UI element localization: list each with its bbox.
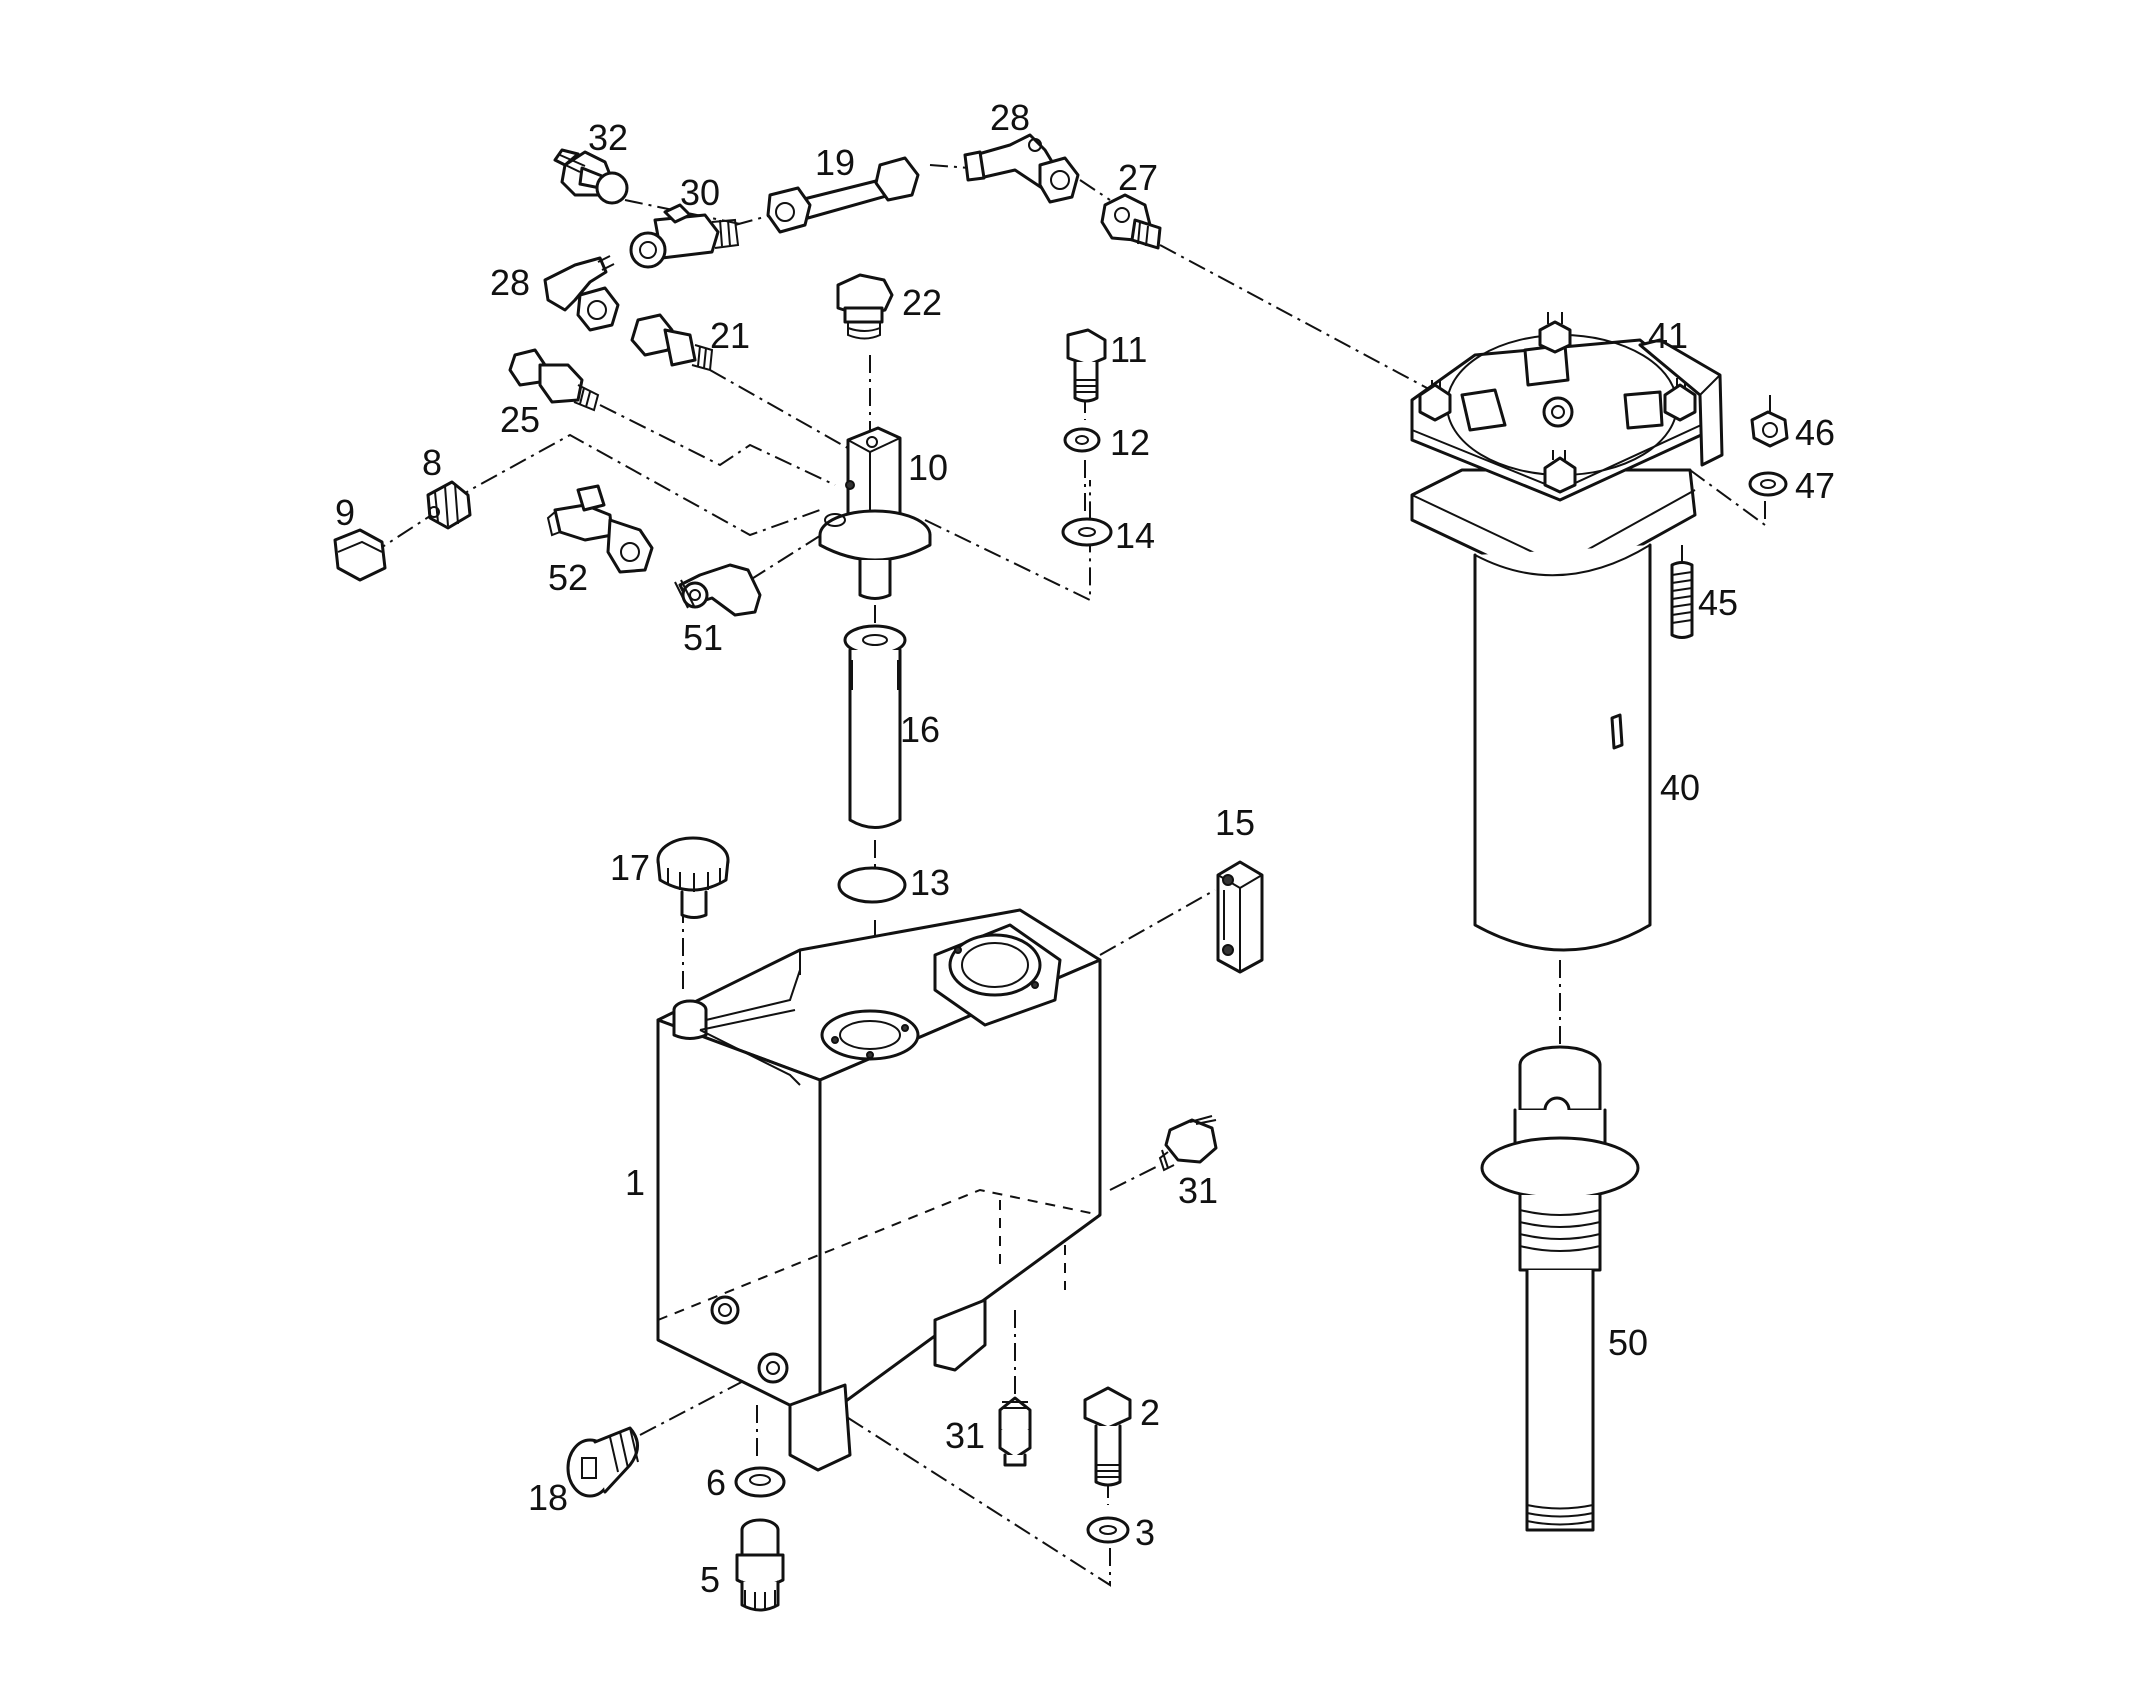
part-28-elbow-left (543, 255, 620, 332)
part-18-plug (566, 1426, 639, 1498)
part-31-fitting-right (1158, 1115, 1218, 1172)
label-14: 14 (1115, 515, 1155, 556)
part-51-banjo (674, 563, 762, 617)
label-31-bottom: 31 (945, 1415, 985, 1456)
label-25: 25 (500, 399, 540, 440)
label-30: 30 (680, 172, 720, 213)
part-32-adapter (553, 148, 629, 205)
label-22: 22 (902, 282, 942, 323)
assembly-centerlines (369, 164, 1771, 1587)
label-17: 17 (610, 847, 650, 888)
part-14-washer (1061, 517, 1113, 547)
part-31-fitting-bottom (998, 1396, 1032, 1467)
label-51: 51 (683, 617, 723, 658)
part-15-sight-glass (1216, 860, 1264, 974)
part-30-union (629, 203, 740, 269)
part-9-nut (333, 528, 387, 582)
label-1: 1 (625, 1162, 645, 1203)
label-32: 32 (588, 117, 628, 158)
label-10: 10 (908, 447, 948, 488)
label-15: 15 (1215, 802, 1255, 843)
part-11-bolt (1066, 328, 1107, 403)
label-8: 8 (422, 442, 442, 483)
part-13-o-ring (837, 866, 907, 904)
label-16: 16 (900, 709, 940, 750)
label-5: 5 (700, 1559, 720, 1600)
label-6: 6 (706, 1462, 726, 1503)
label-18: 18 (528, 1477, 568, 1518)
label-52: 52 (548, 557, 588, 598)
part-19-tube (766, 156, 920, 234)
part-3-washer (1086, 1516, 1130, 1544)
part-10-block (818, 426, 932, 600)
label-45: 45 (1698, 582, 1738, 623)
label-27: 27 (1118, 157, 1158, 198)
label-31-right: 31 (1178, 1170, 1218, 1211)
part-40-filter-bowl (1473, 543, 1652, 952)
label-13: 13 (910, 862, 950, 903)
label-47: 47 (1795, 465, 1835, 506)
part-2-bolt (1083, 1386, 1132, 1487)
label-21: 21 (710, 315, 750, 356)
label-2: 2 (1140, 1392, 1160, 1433)
label-40: 40 (1660, 767, 1700, 808)
part-28-elbow-top (963, 133, 1080, 204)
label-28-left: 28 (490, 262, 530, 303)
part-12-washer (1063, 427, 1101, 453)
label-12: 12 (1110, 422, 1150, 463)
part-46-nut (1750, 410, 1789, 448)
part-17-cap (656, 836, 730, 919)
part-52-tee (546, 484, 654, 574)
label-28-top: 28 (990, 97, 1030, 138)
part-8-coupler (426, 480, 472, 530)
part-21-fitting (630, 313, 714, 372)
part-41-filter-head (1410, 312, 1724, 592)
part-27-fitting (1100, 193, 1162, 250)
label-19: 19 (815, 142, 855, 183)
part-25-fitting (508, 348, 600, 412)
label-41: 41 (1648, 315, 1688, 356)
label-11: 11 (1110, 329, 1147, 370)
part-47-washer (1748, 471, 1788, 497)
part-5-drain-plug (735, 1518, 785, 1612)
label-9: 9 (335, 492, 355, 533)
part-45-stud (1670, 561, 1694, 639)
label-50: 50 (1608, 1322, 1648, 1363)
label-3: 3 (1135, 1512, 1155, 1553)
part-50-filter-element (1480, 1045, 1640, 1532)
part-number-labels: 32 30 19 28 27 28 21 25 8 9 52 51 22 10 … (335, 97, 1835, 1600)
part-22-plug (836, 273, 894, 340)
label-46: 46 (1795, 412, 1835, 453)
part-16-sleeve (843, 624, 907, 829)
part-1-tank (656, 908, 1102, 1472)
part-6-washer (734, 1466, 786, 1498)
